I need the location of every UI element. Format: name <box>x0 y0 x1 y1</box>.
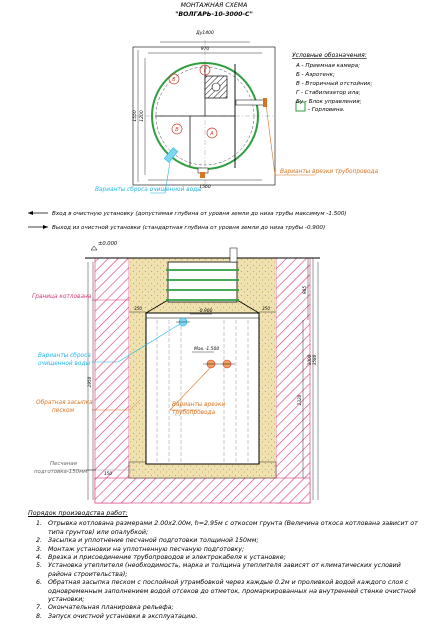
outlet-flow-label: Выход из очистной установки (стандартная… <box>52 225 325 231</box>
dim-bottom: 1560 <box>199 184 211 190</box>
flow-arrows <box>28 211 48 229</box>
procedure-step: 8.Запуск очистной установки в эксплуатац… <box>36 612 198 620</box>
legend-item-v: В - Вторичный отстойник; <box>296 81 373 87</box>
sand-label-2: подготовка-150мм <box>34 469 87 475</box>
level-zero: ±0.000 <box>98 241 118 247</box>
plan-inlet-label: Варианты врезки трубопровода <box>280 169 379 175</box>
sand-label-1: Песчаная <box>50 461 78 467</box>
zone-a: А <box>209 131 214 137</box>
mark-1500: Мах.-1.500 <box>194 346 219 352</box>
drawing-title: МОНТАЖНАЯ СХЕМА <box>181 2 248 9</box>
procedure-step: 7.Окончательная планировка рельефа; <box>36 604 174 612</box>
dim-350-left: 350 <box>134 306 142 311</box>
section-drain-label-1: Варианты сброса <box>38 353 91 359</box>
plan-view <box>132 40 315 194</box>
section-drain-label-2: очищенной воды <box>38 361 90 367</box>
inlet-flow-label: Вход в очистную установку (допустимая гл… <box>52 211 347 217</box>
procedure-step: 6.Обратная засыпка песком с послойной ут… <box>36 579 416 604</box>
legend-item-g: Г - Стабилизатор ила; <box>296 90 361 96</box>
dim-left-inner: 1200 <box>139 110 145 122</box>
section-inlet-label-1: Варианты врезки <box>172 402 225 408</box>
backfill-label-2: песком <box>52 408 75 414</box>
procedure-step: 5.Установка утеплителя (необходимость, м… <box>36 562 401 578</box>
zone-v: В <box>175 127 179 133</box>
dim-350-right: 350 <box>262 306 270 311</box>
dim-top: Ду1400 <box>195 30 214 36</box>
plan-drain-label: Варианты сброса очищенной воды <box>95 187 202 193</box>
procedure-step: 1.Отрывка котлована размерами 2.00х2.00м… <box>36 520 418 536</box>
pit-boundary-label: Граница котлована <box>32 294 92 300</box>
dim-inner: 970 <box>201 46 210 52</box>
legend-item-neck: - Горловина. <box>308 107 345 113</box>
procedure-block: Порядок производства работ: 1.Отрывка ко… <box>28 510 420 621</box>
procedure-step: 4.Врезка и присоединение трубопроводов и… <box>36 554 286 562</box>
procedure-title: Порядок производства работ: <box>28 510 128 517</box>
section-inlet-label-2: трубопровода <box>172 410 216 416</box>
zone-b: Б <box>172 77 176 83</box>
dim-left-outer: 1550 <box>132 110 138 122</box>
legend-item-b: Б - Аэротенк; <box>296 72 335 78</box>
legend-item-bu: Бу - Блок управления; <box>296 99 362 105</box>
mark-900: -0.900 <box>198 308 213 314</box>
procedure-step: 2.Засыпка и уплотнение песчаной подготов… <box>36 537 259 545</box>
legend-item-a: А - Приемная камера; <box>295 63 360 69</box>
legend-title: Условные обозначения: <box>292 52 367 59</box>
dim-3000: 3000 <box>307 354 312 365</box>
dim-3580: 3580 <box>312 354 317 365</box>
section-view <box>50 245 320 504</box>
dim-2950: 2950 <box>87 376 92 387</box>
dim-985: 985 <box>302 286 307 294</box>
backfill-label-1: Обратная засыпка <box>36 400 93 406</box>
zone-g: Г <box>204 68 208 74</box>
dim-2320: 2320 <box>297 394 302 405</box>
dim-150: 150 <box>104 471 112 476</box>
drawing-subtitle: "ВОЛГАРЬ-10-3000-С" <box>175 11 253 18</box>
procedure-step: 3.Монтаж установки на уплотненную песчан… <box>36 545 245 553</box>
